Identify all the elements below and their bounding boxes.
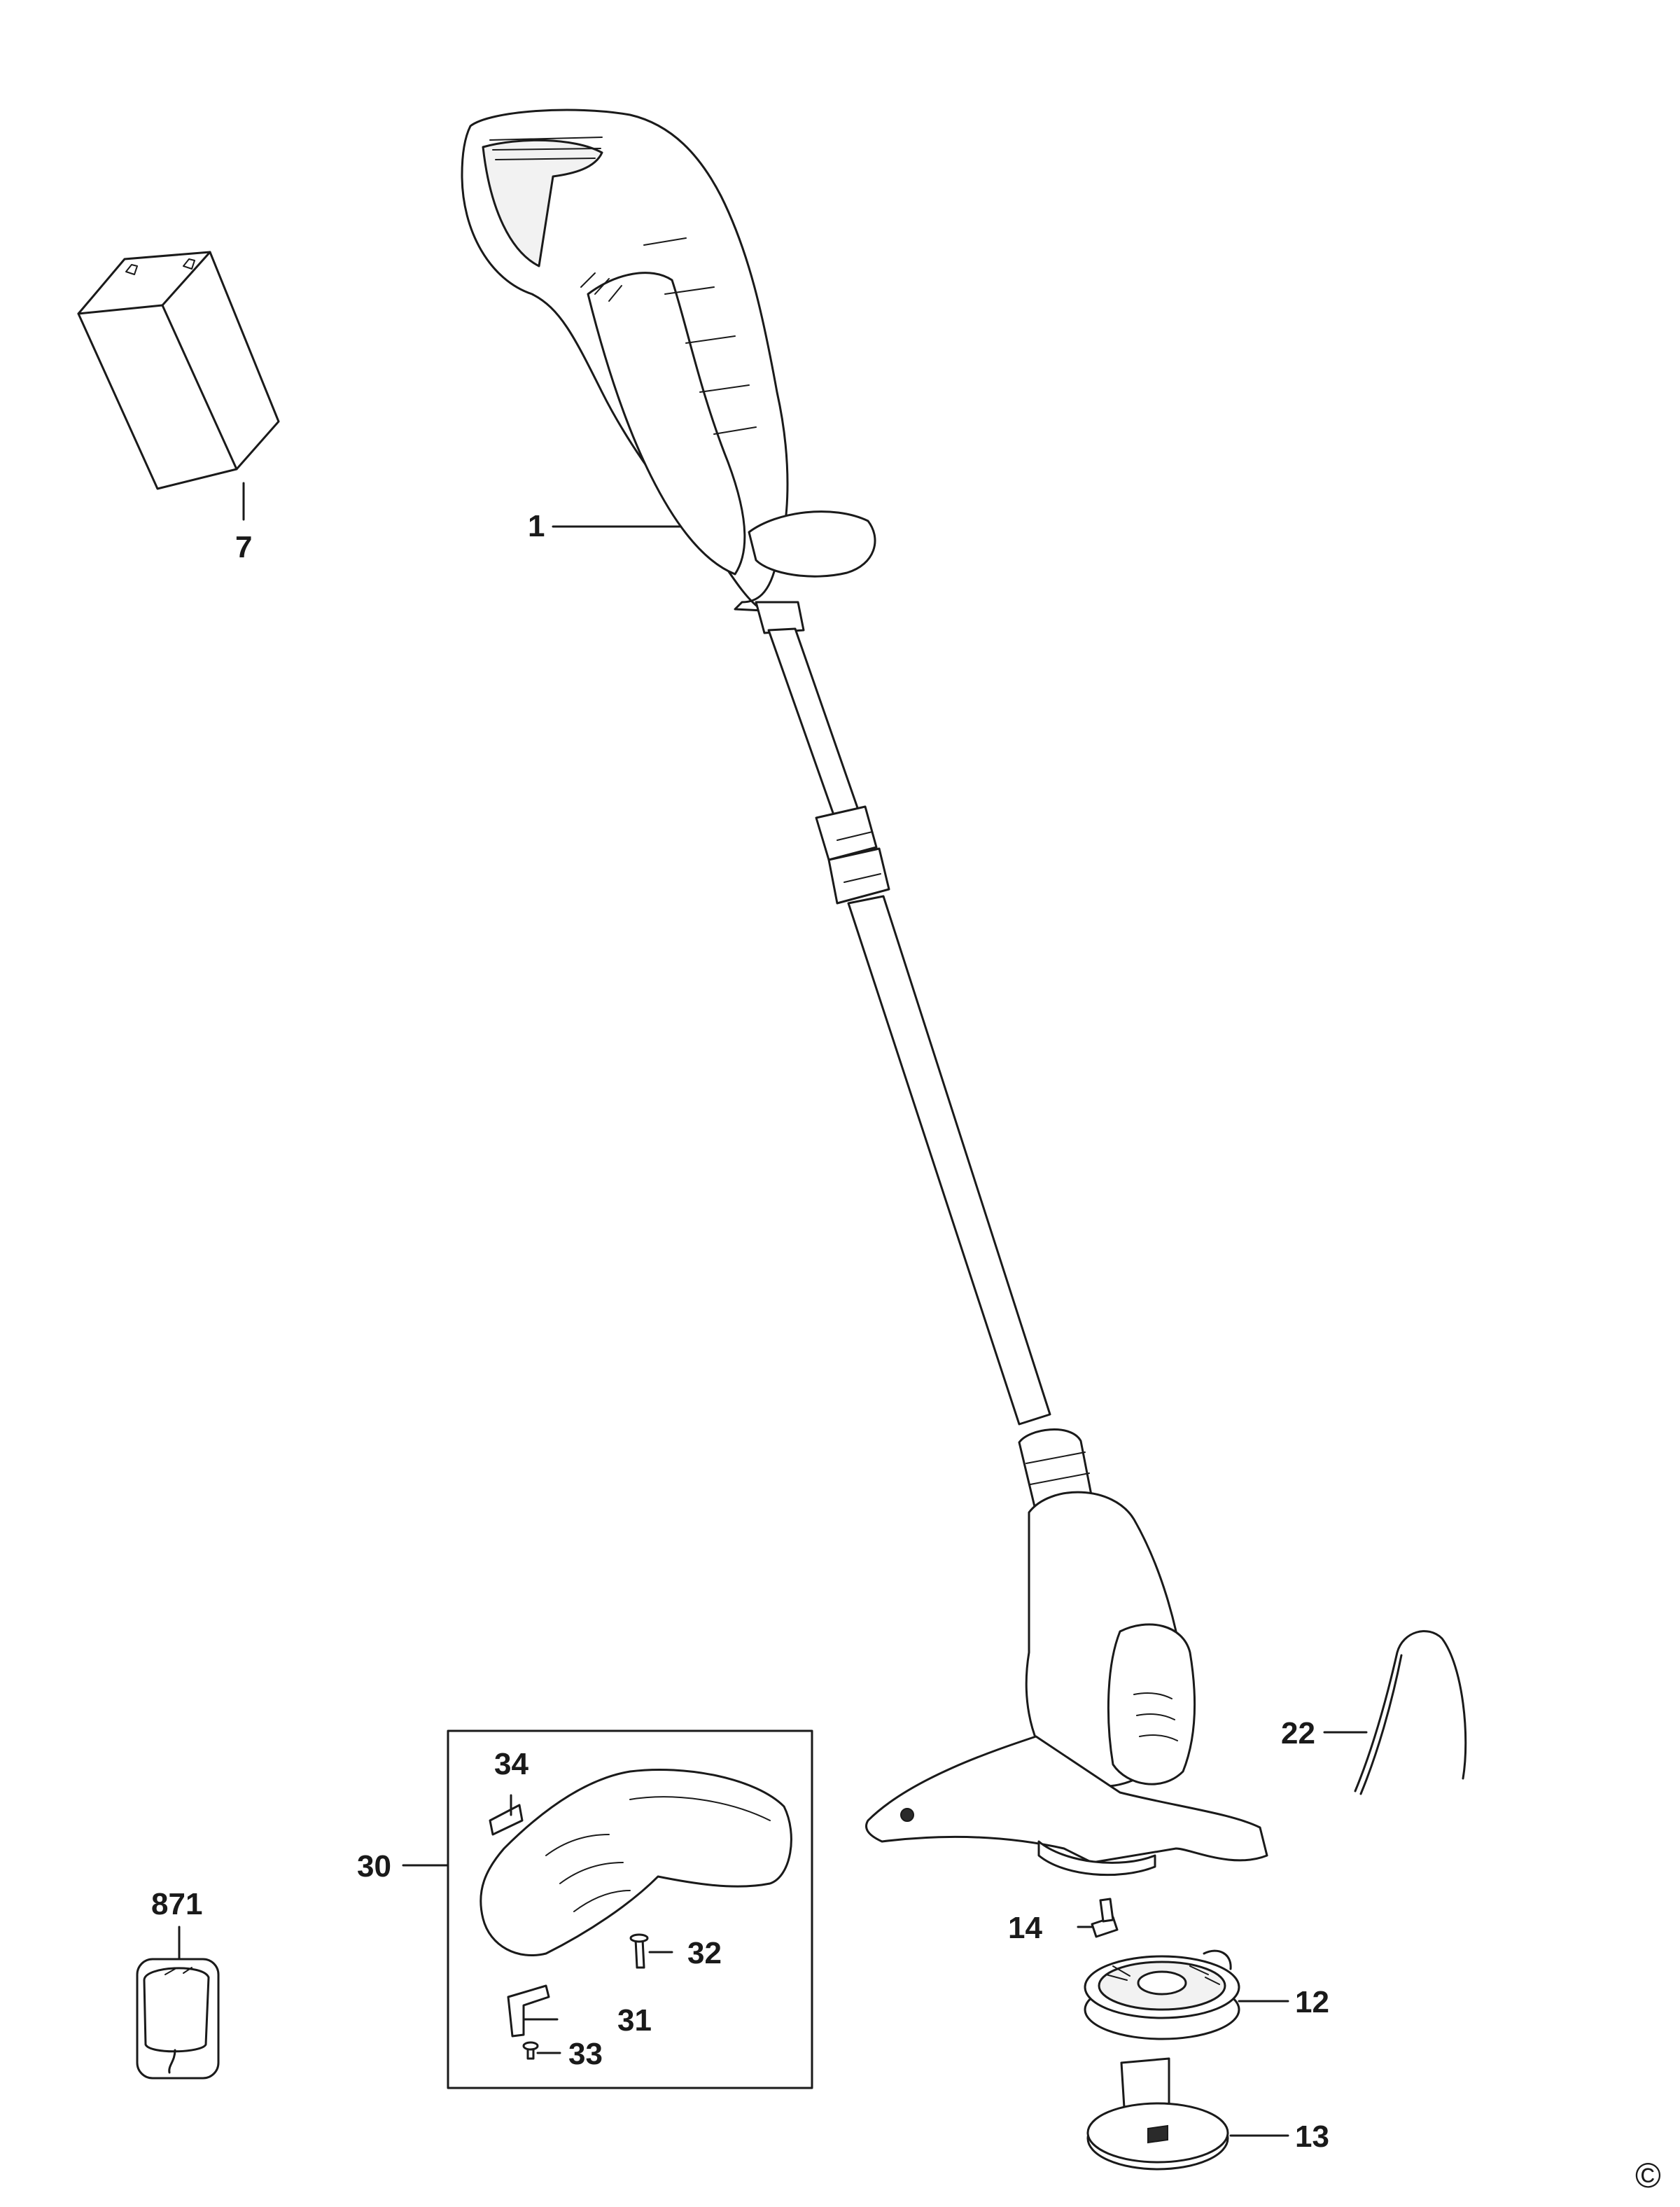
callout-part-33: 33 — [568, 2037, 603, 2071]
battery-pack-drawing — [77, 251, 280, 490]
callout-part-1: 1 — [528, 509, 545, 543]
leader-lines — [178, 482, 1368, 2137]
callout-part-34: 34 — [494, 1747, 528, 1781]
guard-kit-box — [447, 1729, 813, 2089]
edge-guide-wire-inner — [1359, 1654, 1403, 1795]
spool-pin-drawing — [1091, 1898, 1119, 1938]
callout-part-12: 12 — [1295, 1985, 1329, 2019]
copyright-mark: © — [1635, 2156, 1661, 2195]
callout-part-7: 7 — [235, 530, 252, 564]
handle-assembly-drawing — [461, 109, 876, 634]
spool-drawing — [1084, 1949, 1240, 2040]
callout-part-871: 871 — [151, 1887, 202, 1921]
callout-part-32: 32 — [687, 1936, 722, 1970]
motor-housing-drawing — [865, 1428, 1268, 1877]
callout-part-30: 30 — [357, 1849, 391, 1884]
callout-part-14: 14 — [1008, 1911, 1042, 1945]
edge-guide-wire-drawing — [1354, 1630, 1467, 1792]
spool-cover-drawing — [1086, 2057, 1229, 2171]
shaft-drawing — [767, 627, 1051, 1426]
callout-part-31: 31 — [617, 2003, 652, 2038]
callout-part-22: 22 — [1281, 1716, 1315, 1750]
charger-drawing — [136, 1958, 220, 2080]
callout-part-13: 13 — [1295, 2119, 1329, 2154]
